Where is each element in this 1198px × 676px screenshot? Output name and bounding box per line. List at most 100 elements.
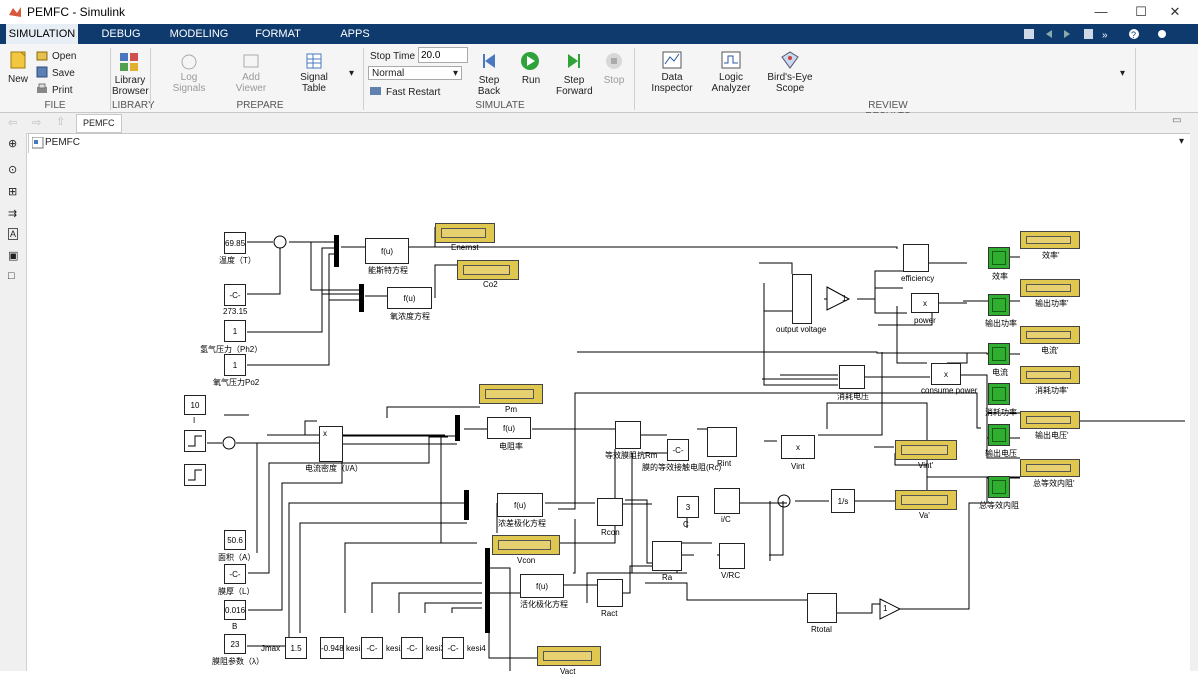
simulation-mode-select[interactable]: Normal▾ — [368, 66, 462, 80]
model-tab[interactable]: PEMFC — [76, 114, 122, 133]
stop-button[interactable]: Stop — [603, 75, 625, 86]
run-button[interactable]: Run — [521, 75, 541, 86]
maximize-button[interactable]: ☐ — [1135, 4, 1147, 19]
birds-eye-scope-icon[interactable] — [780, 51, 800, 69]
concentration-function[interactable]: f(u) — [497, 493, 543, 517]
vint-product[interactable]: x — [781, 435, 815, 459]
ra-sum[interactable] — [652, 541, 682, 571]
consume-power-product[interactable]: x — [931, 363, 961, 385]
fast-restart-button[interactable]: Fast Restart — [386, 87, 441, 98]
signal-arrow-icon[interactable]: ⇉ — [8, 208, 18, 220]
efficiency-scope[interactable] — [988, 247, 1010, 269]
prepare-dropdown-icon[interactable]: ▾ — [349, 68, 355, 79]
output-voltage-sum[interactable] — [792, 274, 812, 324]
area-icon[interactable]: □ — [8, 270, 15, 282]
open-icon[interactable] — [36, 49, 48, 61]
total-resistance-scope[interactable] — [988, 476, 1010, 498]
c-constant[interactable]: 3 — [677, 496, 699, 518]
area-constant[interactable]: 50.6 — [224, 530, 246, 550]
ract-divide[interactable] — [597, 579, 623, 607]
output-power-display[interactable] — [1020, 279, 1080, 297]
vint-display[interactable] — [895, 440, 957, 460]
efficiency-divide[interactable] — [903, 244, 929, 272]
step-source-2[interactable] — [184, 464, 206, 486]
step-back-icon[interactable] — [481, 52, 499, 70]
mux-activation[interactable] — [485, 548, 490, 633]
power-product[interactable]: x — [911, 293, 939, 313]
ph2-constant[interactable]: 1 — [224, 320, 246, 342]
rint-sum[interactable] — [707, 427, 737, 457]
library-browser-button[interactable]: Library Browser — [112, 75, 149, 97]
mux-resistivity[interactable] — [455, 415, 460, 441]
rm-product[interactable] — [615, 421, 641, 449]
print-icon[interactable] — [36, 83, 48, 95]
rtotal-sum[interactable] — [807, 593, 837, 623]
jmax-constant[interactable]: 1.5 — [285, 637, 307, 659]
mux-nernst[interactable] — [334, 235, 339, 267]
open-button[interactable]: Open — [52, 51, 77, 62]
save-button[interactable]: Save — [52, 68, 75, 79]
co2-display[interactable] — [457, 260, 519, 280]
integrator[interactable]: 1/s — [831, 489, 855, 513]
data-inspector-icon[interactable] — [662, 51, 682, 69]
logic-analyzer-button[interactable]: Logic Analyzer — [711, 72, 751, 94]
signal-table-icon[interactable] — [305, 52, 323, 70]
temp-constant[interactable]: 69.85 — [224, 232, 246, 254]
kelvin-constant[interactable]: -C- — [224, 284, 246, 306]
new-button[interactable]: New — [7, 74, 28, 85]
fit-to-view-icon[interactable]: ⊞ — [8, 186, 18, 198]
thickness-constant[interactable]: -C- — [224, 564, 246, 584]
current-scope[interactable] — [988, 343, 1010, 365]
tab-debug[interactable]: DEBUG — [101, 28, 141, 40]
right-scrollbar[interactable] — [1190, 133, 1198, 671]
chevron-down-icon[interactable]: ▾ — [1179, 136, 1185, 147]
tab-apps[interactable]: APPS — [340, 28, 370, 40]
add-viewer-button[interactable]: Add Viewer — [235, 72, 267, 94]
activation-function[interactable]: f(u) — [520, 574, 564, 598]
logic-analyzer-icon[interactable] — [721, 51, 741, 69]
current-display[interactable] — [1020, 326, 1080, 344]
oxygen-function[interactable]: f(u) — [387, 287, 432, 309]
zoom-icon[interactable]: ⊙ — [8, 164, 18, 176]
address-bar[interactable]: PEMFC ▾ — [28, 133, 1192, 154]
tab-modeling[interactable]: MODELING — [169, 28, 229, 40]
run-icon[interactable] — [520, 51, 540, 71]
enernst-display[interactable] — [435, 223, 495, 243]
back-icon[interactable]: ⇦ — [8, 117, 18, 129]
mux-concentration[interactable] — [464, 490, 469, 520]
vcon-display[interactable] — [492, 535, 560, 555]
tab-simulation[interactable]: SIMULATION — [6, 24, 78, 44]
log-signals-button[interactable]: Log Signals — [172, 72, 206, 94]
current-density-divide[interactable]: x — [319, 426, 343, 462]
mux-oxygen[interactable] — [359, 284, 364, 312]
review-dropdown-icon[interactable]: ▾ — [1120, 68, 1126, 79]
up-icon[interactable]: ⇧ — [56, 116, 66, 128]
annotation-icon[interactable]: A — [8, 228, 19, 240]
nernst-function[interactable]: f(u) — [365, 238, 409, 264]
resistivity-function[interactable]: f(u) — [487, 417, 531, 439]
rcon-divide[interactable] — [597, 498, 623, 526]
model-canvas[interactable]: 69.85 温度（T） -C- 273.15 1 氢气压力（Ph2） 1 氧气压… — [27, 153, 1190, 676]
step-back-button[interactable]: Step Back — [477, 75, 501, 97]
log-signals-icon[interactable] — [180, 52, 198, 70]
tab-format[interactable]: FORMAT — [255, 28, 301, 40]
signal-table-button[interactable]: Signal Table — [300, 72, 328, 94]
consume-power-display[interactable] — [1020, 366, 1080, 384]
pm-display[interactable] — [479, 384, 543, 404]
library-browser-icon[interactable] — [119, 52, 139, 72]
stop-time-input[interactable] — [418, 47, 468, 63]
close-button[interactable]: ✕ — [1169, 4, 1181, 19]
stop-icon[interactable] — [605, 52, 623, 70]
kesi4-constant[interactable]: -C- — [442, 637, 464, 659]
vact-display[interactable] — [537, 646, 601, 666]
hide-tabs-icon[interactable]: ▭ — [1172, 115, 1182, 126]
step-forward-icon[interactable] — [564, 52, 582, 70]
b-constant[interactable]: 0.016 — [224, 600, 246, 620]
va-display[interactable] — [895, 490, 957, 510]
step-source-1[interactable] — [184, 430, 206, 452]
vrc-divide[interactable] — [719, 543, 745, 569]
consume-power-scope[interactable] — [988, 383, 1010, 405]
forward-icon[interactable]: ⇨ — [32, 117, 42, 129]
output-voltage-scope[interactable] — [988, 424, 1010, 446]
output-power-scope[interactable] — [988, 294, 1010, 316]
